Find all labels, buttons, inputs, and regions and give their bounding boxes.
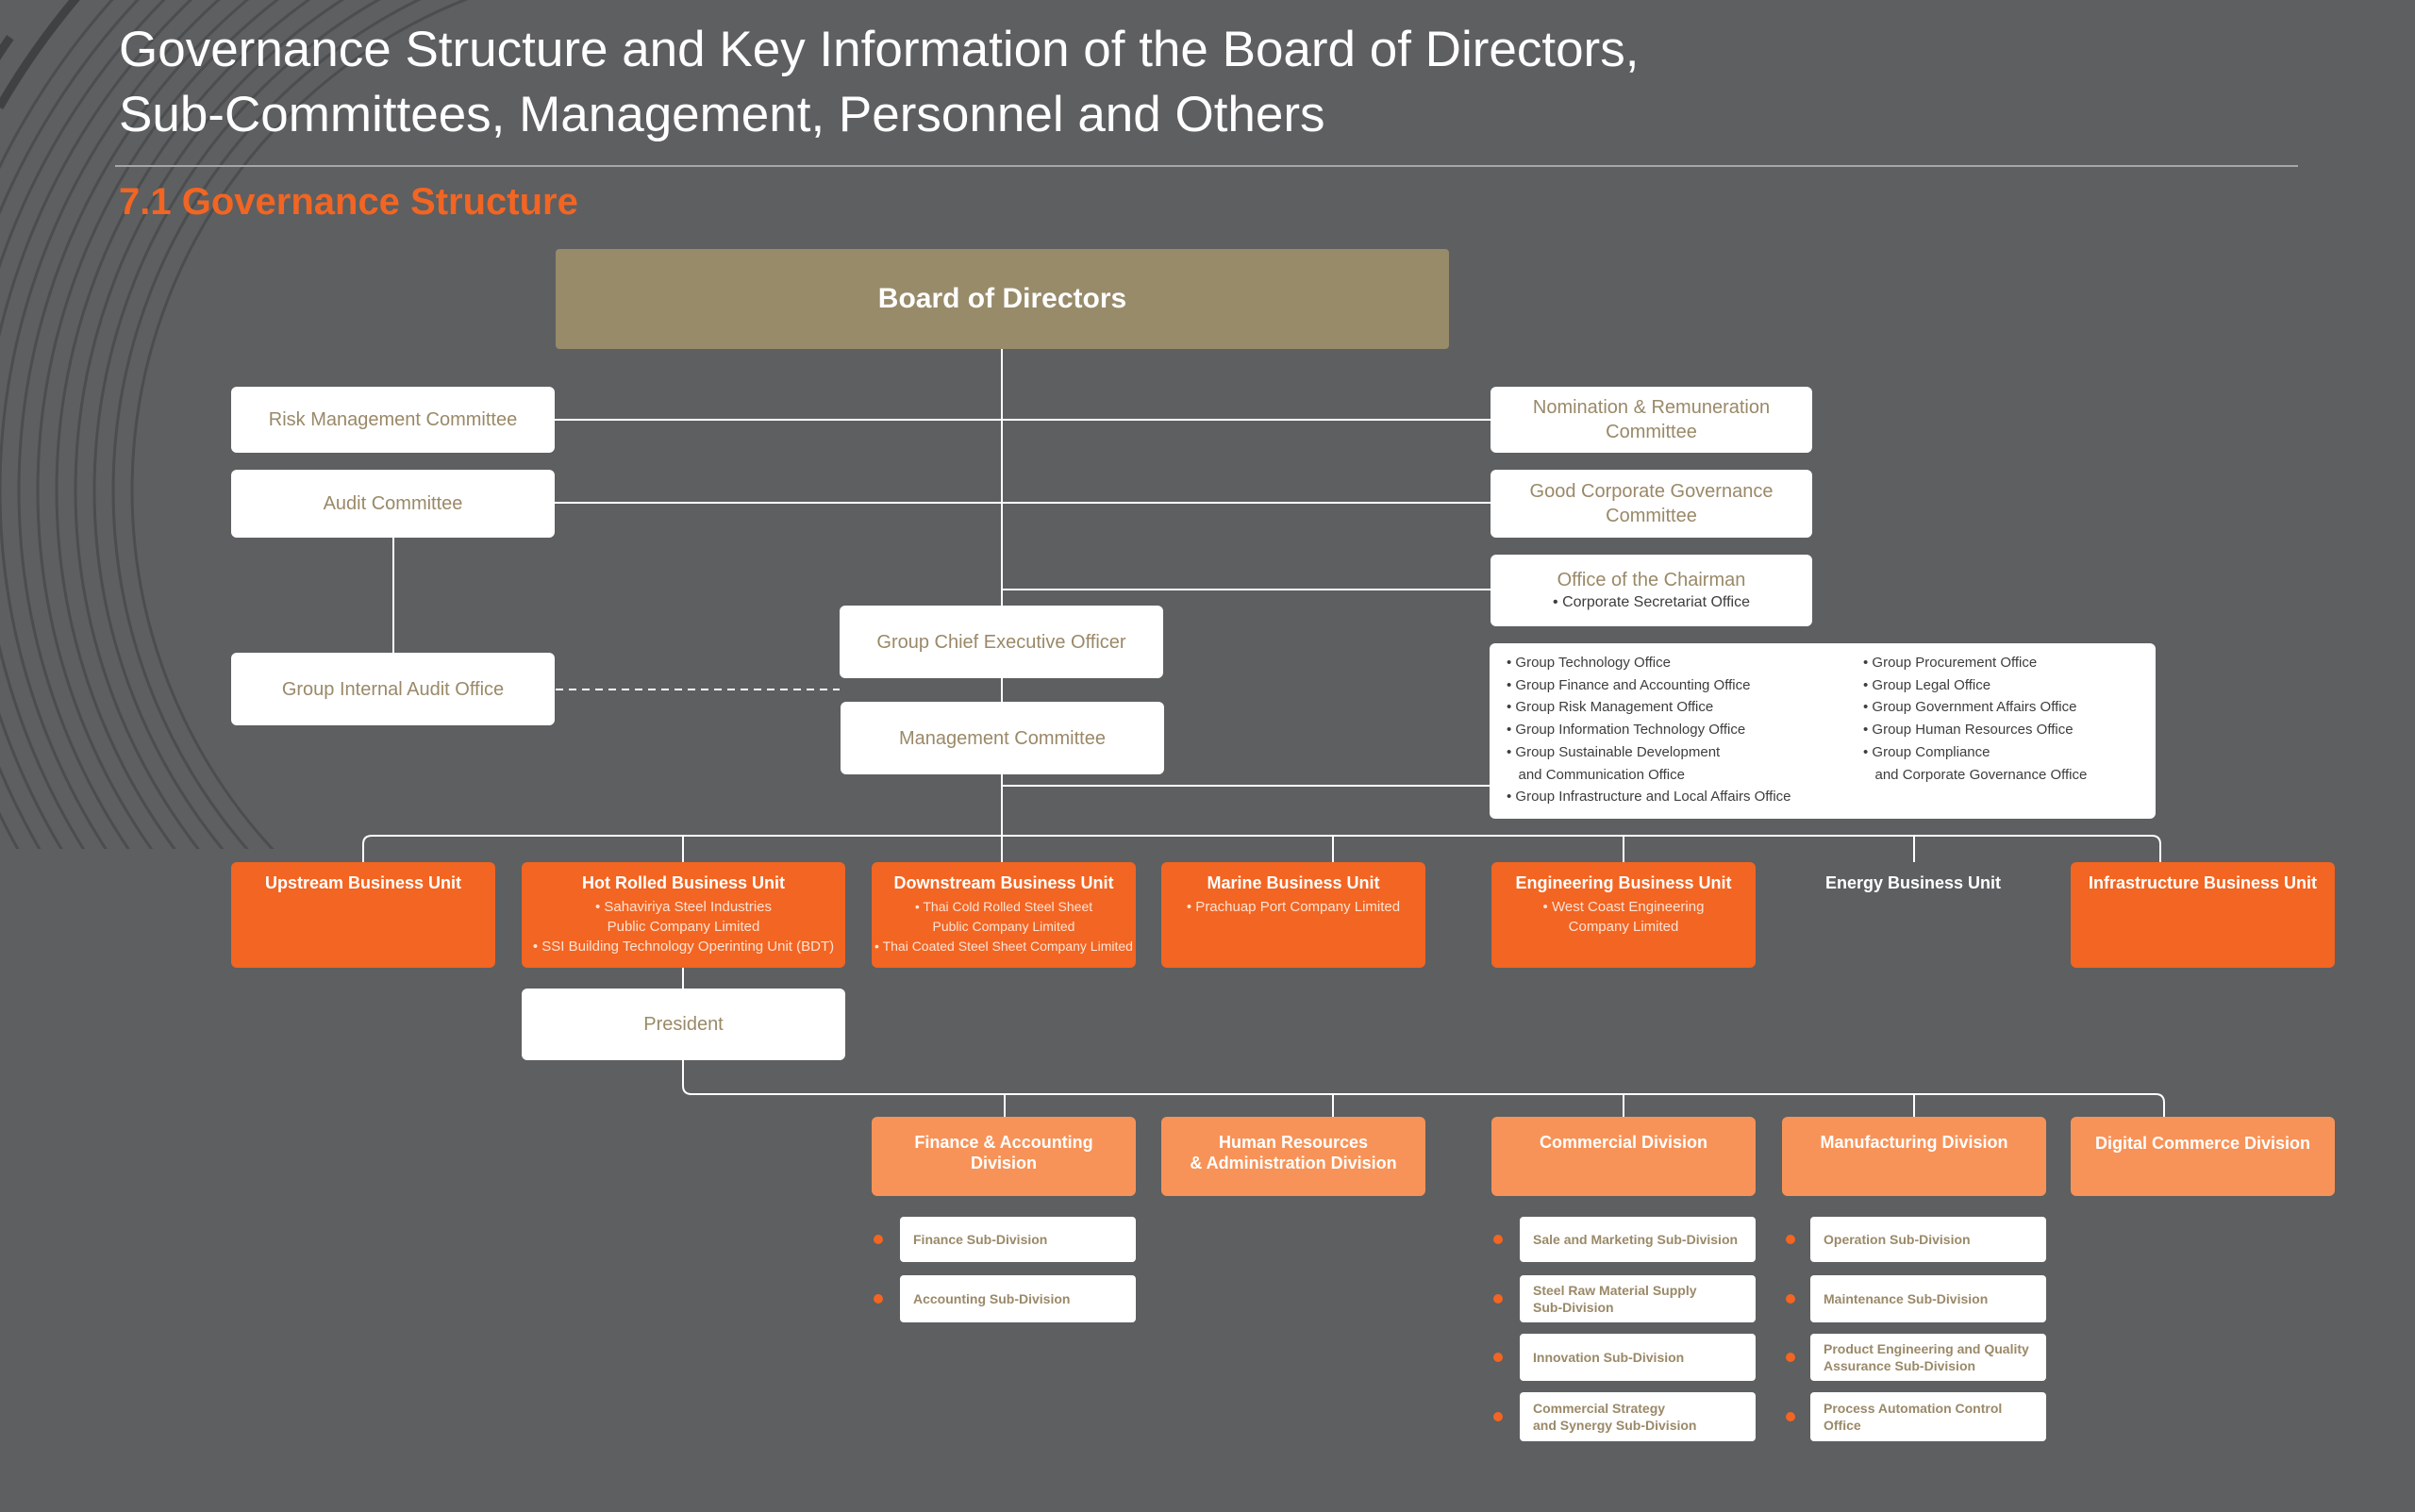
office-item: • Group Legal Office bbox=[1863, 676, 1991, 693]
business-unit-infrastructure: Infrastructure Business Unit bbox=[2071, 862, 2335, 968]
bullet-dot bbox=[1493, 1353, 1503, 1362]
business-unit-name: Upstream Business Unit bbox=[264, 873, 462, 892]
business-unit-name: Marine Business Unit bbox=[1207, 873, 1380, 892]
title-line-1: Governance Structure and Key Information… bbox=[119, 22, 1640, 77]
office-item: and Communication Office bbox=[1507, 766, 1685, 783]
decorative-arcs bbox=[0, 0, 469, 849]
business-unit-hot-rolled: Hot Rolled Business Unit • Sahaviriya St… bbox=[522, 862, 845, 968]
business-unit-name: Engineering Business Unit bbox=[1515, 873, 1732, 892]
office-item: • Group Procurement Office bbox=[1863, 655, 2038, 671]
business-unit-name: Downstream Business Unit bbox=[893, 873, 1114, 892]
division-commercial: Commercial Division bbox=[1491, 1117, 1756, 1196]
sub-division-operation: Operation Sub-Division bbox=[1810, 1217, 2046, 1262]
business-unit-name: Infrastructure Business Unit bbox=[2088, 873, 2318, 892]
division-finance-accounting: Finance & Accounting Division bbox=[872, 1117, 1136, 1196]
bullet-dot bbox=[874, 1235, 883, 1244]
office-item: • Group Infrastructure and Local Affairs… bbox=[1507, 789, 1791, 806]
office-item: • Group Risk Management Office bbox=[1507, 699, 1714, 716]
page-title: Governance Structure and Key Information… bbox=[119, 17, 1639, 147]
business-unit-companies: • Sahaviriya Steel Industries Public Com… bbox=[532, 899, 835, 955]
title-line-2: Sub-Committees, Management, Personnel an… bbox=[119, 87, 1325, 142]
bullet-dot bbox=[1493, 1235, 1503, 1244]
title-divider bbox=[115, 165, 2298, 167]
office-of-chairman-box: Office of the Chairman • Corporate Secre… bbox=[1491, 555, 1812, 626]
good-governance-committee-box: Good Corporate Governance Committee bbox=[1491, 470, 1812, 538]
sub-division-accounting: Accounting Sub-Division bbox=[900, 1275, 1136, 1322]
bullet-dot bbox=[1493, 1412, 1503, 1421]
sub-division-steel-raw-material: Steel Raw Material Supply Sub-Division bbox=[1520, 1275, 1756, 1322]
office-item: • Group Compliance bbox=[1863, 743, 1990, 760]
business-unit-marine: Marine Business Unit • Prachuap Port Com… bbox=[1161, 862, 1425, 968]
office-item: • Group Human Resources Office bbox=[1863, 722, 2074, 739]
sub-division-finance: Finance Sub-Division bbox=[900, 1217, 1136, 1262]
group-offices-box: • Group Technology Office • Group Financ… bbox=[1490, 643, 2156, 819]
division-digital-commerce: Digital Commerce Division bbox=[2071, 1117, 2335, 1196]
risk-management-committee-box: Risk Management Committee bbox=[231, 387, 555, 453]
division-manufacturing: Manufacturing Division bbox=[1782, 1117, 2046, 1196]
business-unit-engineering: Engineering Business Unit • West Coast E… bbox=[1491, 862, 1756, 968]
board-of-directors-box: Board of Directors bbox=[556, 249, 1449, 349]
sub-division-sale-marketing: Sale and Marketing Sub-Division bbox=[1520, 1217, 1756, 1262]
business-unit-companies: • Prachuap Port Company Limited bbox=[1186, 899, 1401, 915]
business-unit-name: Energy Business Unit bbox=[1824, 873, 2002, 892]
sub-division-maintenance: Maintenance Sub-Division bbox=[1810, 1275, 2046, 1322]
bullet-dot bbox=[1786, 1235, 1795, 1244]
management-committee-box: Management Committee bbox=[841, 702, 1164, 774]
corporate-secretariat-office: • Corporate Secretariat Office bbox=[1553, 594, 1750, 610]
sub-division-commercial-strategy: Commercial Strategy and Synergy Sub-Divi… bbox=[1520, 1392, 1756, 1441]
bullet-dot bbox=[1786, 1412, 1795, 1421]
business-unit-companies: • West Coast Engineering Company Limited bbox=[1542, 899, 1705, 935]
office-process-automation: Process Automation Control Office bbox=[1810, 1392, 2046, 1441]
business-unit-name: Hot Rolled Business Unit bbox=[581, 873, 785, 892]
nomination-remuneration-committee-box: Nomination & Remuneration Committee bbox=[1491, 387, 1812, 453]
business-unit-energy: Energy Business Unit bbox=[1781, 862, 2045, 968]
section-title: 7.1 Governance Structure bbox=[119, 181, 578, 223]
business-unit-companies: • Thai Cold Rolled Steel Sheet Public Co… bbox=[874, 899, 1133, 954]
group-offices-column-1: • Group Technology Office • Group Financ… bbox=[1507, 652, 1791, 808]
division-human-resources: Human Resources & Administration Divisio… bbox=[1161, 1117, 1425, 1196]
sub-division-product-engineering: Product Engineering and Quality Assuranc… bbox=[1810, 1334, 2046, 1381]
audit-committee-box: Audit Committee bbox=[231, 470, 555, 538]
bullet-dot bbox=[874, 1294, 883, 1304]
business-unit-downstream: Downstream Business Unit • Thai Cold Rol… bbox=[872, 862, 1136, 968]
bullet-dot bbox=[1786, 1294, 1795, 1304]
bullet-dot bbox=[1786, 1353, 1795, 1362]
business-unit-upstream: Upstream Business Unit bbox=[231, 862, 495, 968]
office-item: • Group Technology Office bbox=[1507, 655, 1671, 671]
office-item: • Group Government Affairs Office bbox=[1863, 699, 2077, 716]
president-box: President bbox=[522, 989, 845, 1060]
office-item: and Corporate Governance Office bbox=[1863, 766, 2088, 783]
office-item: • Group Finance and Accounting Office bbox=[1507, 676, 1751, 693]
group-internal-audit-box: Group Internal Audit Office bbox=[231, 653, 555, 725]
office-of-chairman-title: Office of the Chairman bbox=[1557, 570, 1746, 590]
office-item: • Group Information Technology Office bbox=[1507, 722, 1746, 739]
group-offices-column-2: • Group Procurement Office • Group Legal… bbox=[1863, 652, 2087, 786]
sub-division-innovation: Innovation Sub-Division bbox=[1520, 1334, 1756, 1381]
group-ceo-box: Group Chief Executive Officer bbox=[840, 606, 1163, 678]
bullet-dot bbox=[1493, 1294, 1503, 1304]
office-item: • Group Sustainable Development bbox=[1507, 743, 1721, 760]
